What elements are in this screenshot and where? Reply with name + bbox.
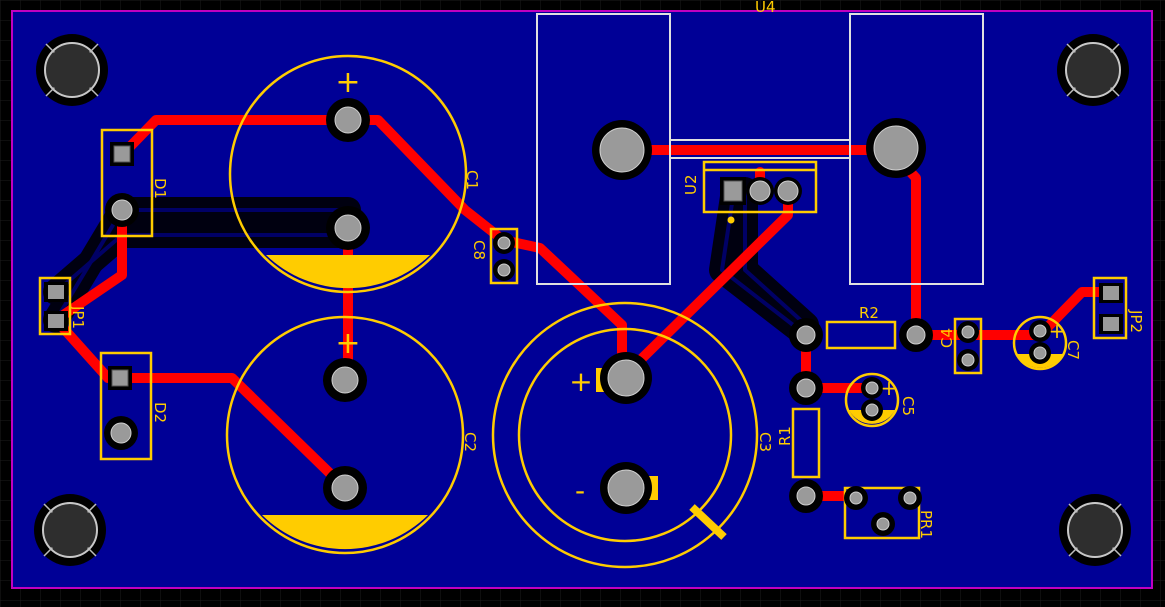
pad-pr1-2 — [903, 491, 917, 505]
c8-outline — [489, 227, 519, 285]
pad-c2-plus — [331, 366, 359, 394]
c1-plus-mark: + — [335, 65, 360, 100]
mounting-hole-tl — [36, 34, 108, 106]
c1-outline — [228, 54, 468, 294]
pad-c3-minus — [607, 469, 645, 507]
pad-jp1-1 — [44, 282, 68, 302]
pad-c1-minus — [334, 214, 362, 242]
c5-plus-mark: + — [881, 376, 898, 400]
u4-outline — [536, 13, 984, 285]
silkscreen — [38, 54, 1128, 569]
polarity-marks: + + + - + + — [335, 65, 1065, 507]
pad-u4-2 — [873, 125, 919, 171]
pad-d2-1 — [108, 366, 132, 390]
c2-outline — [225, 315, 465, 555]
component-labels: U4 U2 D1 D2 C1 C2 C3 C8 C4 C5 C7 R1 R2 P… — [69, 0, 1145, 539]
label-r2: R2 — [859, 304, 879, 322]
label-c4: C4 — [938, 328, 956, 348]
label-pr1: PR1 — [917, 510, 935, 539]
pad-u2-1 — [720, 177, 746, 205]
pad-c7-1 — [1033, 324, 1047, 338]
pad-jp2-2 — [1099, 314, 1123, 334]
pad-d2-2 — [110, 422, 132, 444]
label-c2: C2 — [461, 432, 479, 452]
u2-outline — [702, 160, 818, 214]
r1-outline — [791, 407, 821, 479]
c2-plus-mark: + — [335, 326, 360, 361]
mounting-hole-br — [1059, 494, 1131, 566]
c4-outline — [953, 317, 983, 375]
label-c8: C8 — [470, 240, 488, 260]
pad-u4-1 — [599, 127, 645, 173]
c3-outline-inner — [517, 327, 733, 543]
mounting-hole-tr — [1057, 34, 1129, 106]
pad-c3-plus — [607, 359, 645, 397]
pad-c5-2 — [865, 403, 879, 417]
pad-c2-minus — [331, 474, 359, 502]
r2-outline — [825, 320, 897, 350]
label-u2: U2 — [682, 174, 700, 195]
c7-plus-mark: + — [1049, 319, 1066, 343]
pad-c4-1 — [961, 325, 975, 339]
label-d2: D2 — [151, 402, 169, 423]
c5-outline — [844, 372, 900, 428]
pad-jp1-2 — [44, 311, 68, 331]
pads — [44, 98, 1123, 536]
pad-d1-1 — [110, 142, 134, 166]
board-substrate — [11, 10, 1153, 589]
pad-u2-2 — [749, 180, 771, 202]
pad-pr1-3 — [876, 517, 890, 531]
pad-r2-1 — [796, 325, 816, 345]
jp1-outline — [38, 276, 72, 336]
mounting-hole-bl — [34, 494, 106, 566]
label-c5: C5 — [899, 396, 917, 416]
label-jp2: JP2 — [1127, 309, 1145, 333]
pad-jp2-1 — [1099, 283, 1123, 303]
label-c1: C1 — [463, 170, 481, 190]
label-d1: D1 — [151, 178, 169, 199]
label-r1: R1 — [776, 426, 794, 446]
pad-c7-2 — [1033, 346, 1047, 360]
pad-r1-2 — [796, 486, 816, 506]
pad-u2-3 — [777, 180, 799, 202]
pad-r1-1 — [796, 378, 816, 398]
c3-plus-mark: + — [569, 365, 592, 398]
pad-pr1-1 — [849, 491, 863, 505]
mounting-holes — [34, 34, 1131, 566]
c3-minus-mark: - — [575, 474, 585, 507]
pad-d1-2 — [111, 199, 133, 221]
pr1-outline — [843, 486, 921, 540]
label-jp1: JP1 — [69, 305, 87, 329]
label-c3: C3 — [756, 432, 774, 452]
d2-outline — [99, 351, 153, 461]
pad-c1-plus — [334, 106, 362, 134]
pad-c5-1 — [865, 381, 879, 395]
label-c7: C7 — [1064, 340, 1082, 360]
c7-outline — [1012, 315, 1068, 371]
label-u4: U4 — [755, 0, 776, 16]
pad-c8-2 — [497, 263, 511, 277]
c3-outline-outer — [491, 301, 759, 569]
d1-outline — [100, 128, 154, 238]
pad-c8-1 — [497, 236, 511, 250]
jp2-outline — [1092, 276, 1128, 340]
pad-c4-2 — [961, 353, 975, 367]
pad-r2-2 — [906, 325, 926, 345]
